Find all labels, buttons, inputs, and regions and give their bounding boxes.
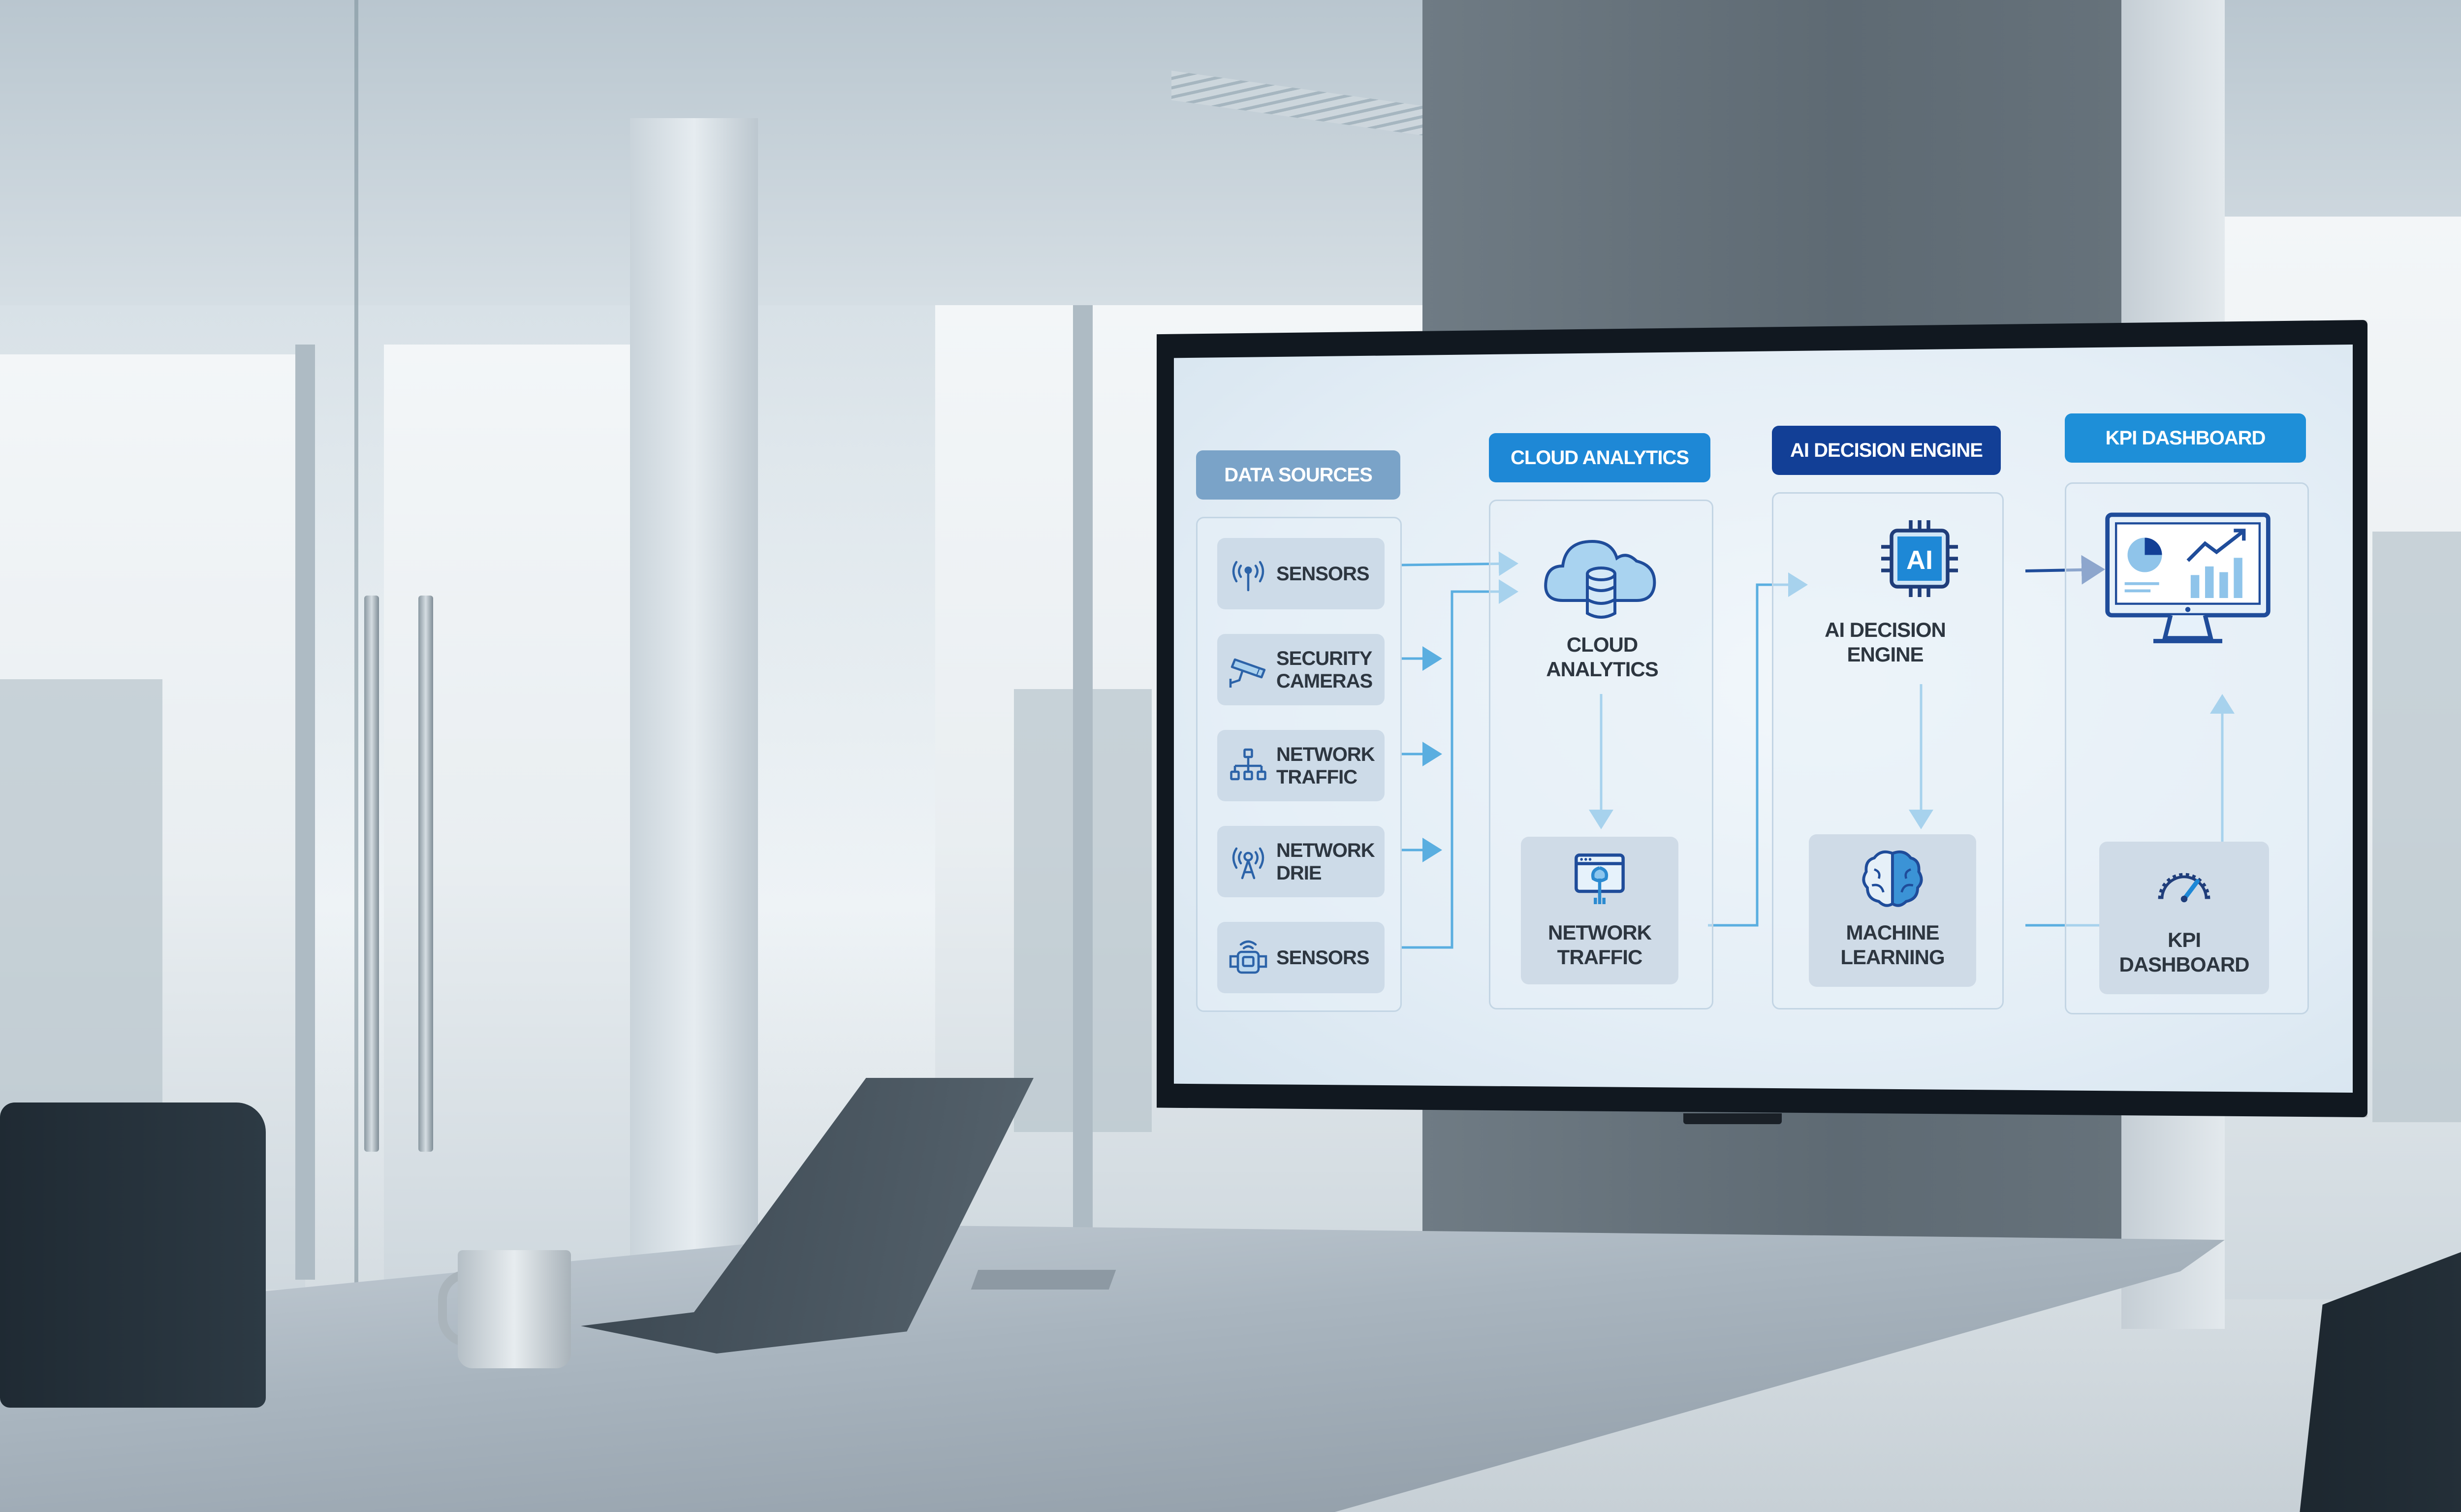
header-cloud-analytics: CLOUD ANALYTICS <box>1489 433 1710 482</box>
source-label: SECURITY <box>1276 647 1372 669</box>
antenna-signal-icon <box>1232 561 1264 591</box>
header-kpi-dashboard: KPI DASHBOARD <box>2065 413 2306 463</box>
radio-tower-icon <box>1232 847 1264 879</box>
ai-chip-icon[interactable]: AI <box>1875 514 1964 603</box>
window-mullion <box>1073 305 1093 1290</box>
brain-icon <box>1862 850 1923 907</box>
iot-sensor-device-icon <box>1229 940 1267 974</box>
source-iot-sensors[interactable]: SENSORS <box>1217 922 1385 993</box>
door-handle[interactable] <box>418 596 433 1152</box>
source-label: NETWORK <box>1276 839 1375 861</box>
monitor-charts-icon[interactable] <box>2102 507 2274 655</box>
office-chair-left <box>0 1102 266 1408</box>
coffee-mug <box>458 1250 571 1368</box>
window-mullion <box>295 345 315 1280</box>
security-camera-icon <box>1229 658 1266 688</box>
source-label: TRAFFIC <box>1276 766 1357 788</box>
source-label: CAMERAS <box>1276 670 1373 692</box>
glass-door-edge <box>354 0 358 1329</box>
source-sensors[interactable]: SENSORS <box>1217 538 1385 609</box>
city-building <box>2372 532 2461 1122</box>
cloud-database-icon[interactable] <box>1538 527 1666 625</box>
source-label: SENSORS <box>1276 563 1370 585</box>
city-building <box>0 679 162 1122</box>
header-data-sources: DATA SOURCES <box>1196 450 1400 500</box>
source-label: DRIE <box>1276 862 1322 884</box>
column-white <box>630 118 758 1299</box>
notebook <box>971 1270 1116 1290</box>
monitor-mount <box>1683 1113 1782 1124</box>
header-ai-decision-engine: AI DECISION ENGINE <box>1772 426 2001 475</box>
source-label: NETWORK <box>1276 743 1375 765</box>
svg-text:AI: AI <box>1906 545 1933 575</box>
door-handle[interactable] <box>364 596 379 1152</box>
browser-network-icon <box>1575 853 1625 904</box>
network-hierarchy-icon <box>1230 748 1266 780</box>
source-label: SENSORS <box>1276 946 1370 969</box>
conference-table <box>0 1226 2225 1512</box>
gauge-icon <box>2158 873 2210 903</box>
